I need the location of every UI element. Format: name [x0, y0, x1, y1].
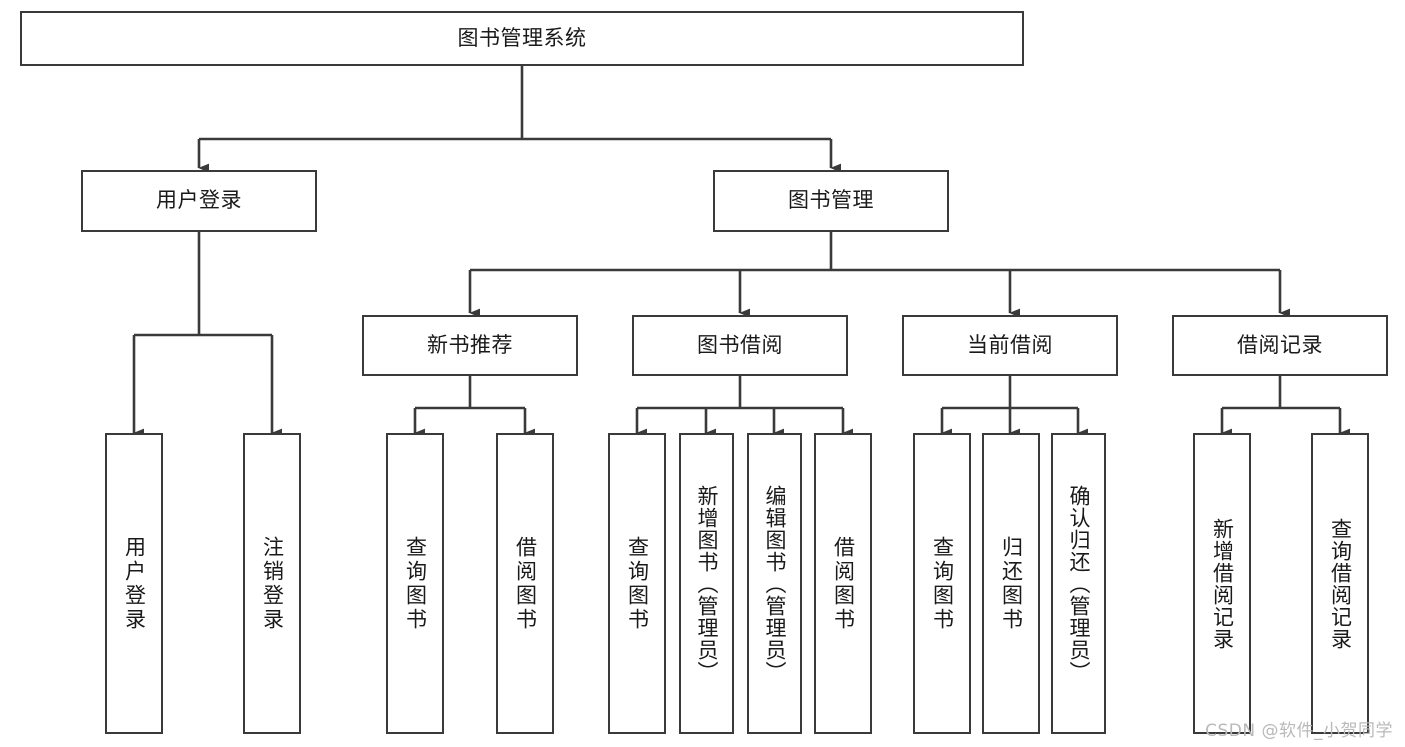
- node-leaf-query-borrow-record[interactable]: 查询借阅记录: [1311, 433, 1369, 734]
- node-label: 注销登录: [260, 535, 285, 632]
- node-label: 确认归还（管理员）: [1067, 484, 1091, 683]
- node-leaf-add-borrow-record[interactable]: 新增借阅记录: [1193, 433, 1251, 734]
- node-label: 图书管理系统: [457, 25, 587, 50]
- node-leaf-confirm-return-admin[interactable]: 确认归还（管理员）: [1051, 433, 1106, 734]
- node-label: 新书推荐: [427, 332, 513, 357]
- node-leaf-add-book-admin[interactable]: 新增图书（管理员）: [679, 433, 734, 734]
- node-root-system[interactable]: 图书管理系统: [20, 11, 1024, 66]
- node-leaf-return-book[interactable]: 归还图书: [982, 433, 1040, 734]
- node-leaf-query-book-borrow[interactable]: 查询图书: [608, 433, 666, 734]
- node-leaf-query-book-recommend[interactable]: 查询图书: [386, 433, 444, 734]
- node-label: 当前借阅: [967, 332, 1053, 357]
- node-leaf-user-login[interactable]: 用户登录: [105, 433, 163, 734]
- node-new-book-recommend[interactable]: 新书推荐: [362, 315, 578, 376]
- watermark-text: CSDN @软件_小贺同学: [1205, 721, 1393, 741]
- node-leaf-query-book-current[interactable]: 查询图书: [913, 433, 971, 734]
- node-label: 查询图书: [625, 535, 650, 632]
- node-leaf-borrow-book[interactable]: 借阅图书: [814, 433, 872, 734]
- node-borrow-record[interactable]: 借阅记录: [1172, 315, 1388, 376]
- node-book-management[interactable]: 图书管理: [713, 170, 949, 232]
- node-label: 编辑图书（管理员）: [763, 484, 787, 683]
- node-label: 图书管理: [788, 188, 874, 213]
- node-label: 借阅图书: [513, 535, 538, 632]
- node-label: 查询图书: [403, 535, 428, 632]
- node-label: 图书借阅: [697, 332, 783, 357]
- node-label: 查询借阅记录: [1328, 517, 1353, 650]
- node-label: 新增图书（管理员）: [695, 484, 719, 683]
- node-user-login[interactable]: 用户登录: [81, 170, 317, 232]
- node-leaf-borrow-book-recommend[interactable]: 借阅图书: [496, 433, 554, 734]
- node-leaf-edit-book-admin[interactable]: 编辑图书（管理员）: [747, 433, 802, 734]
- node-current-borrow[interactable]: 当前借阅: [902, 315, 1118, 376]
- node-label: 借阅记录: [1237, 332, 1323, 357]
- node-label: 新增借阅记录: [1210, 517, 1235, 650]
- node-label: 借阅图书: [831, 535, 856, 632]
- node-leaf-logout[interactable]: 注销登录: [243, 433, 301, 734]
- node-label: 查询图书: [930, 535, 955, 632]
- node-book-borrow[interactable]: 图书借阅: [632, 315, 848, 376]
- node-label: 用户登录: [156, 188, 242, 213]
- node-label: 用户登录: [122, 535, 147, 632]
- node-label: 归还图书: [999, 535, 1024, 632]
